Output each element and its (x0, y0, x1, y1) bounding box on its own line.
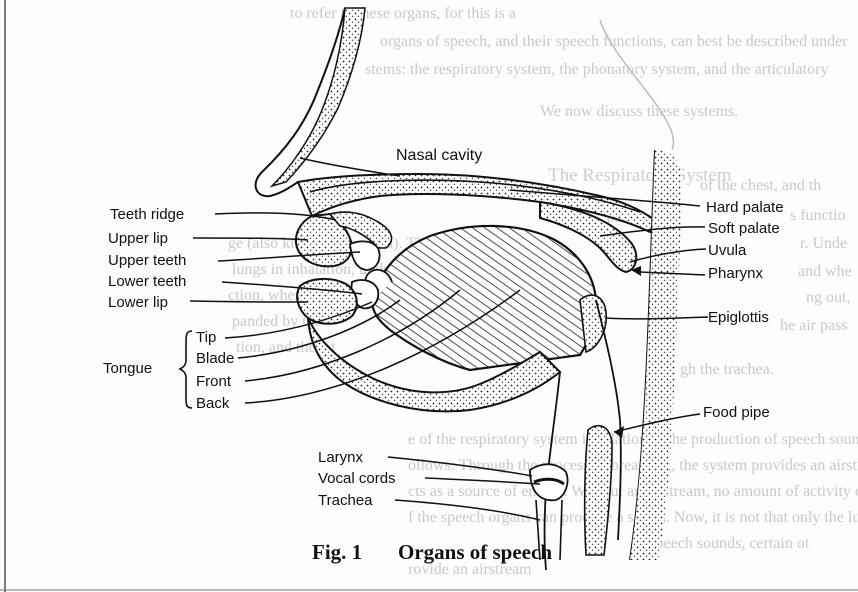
bg-line: r. Unde (800, 235, 848, 252)
bg-line: of the chest, and th (700, 177, 822, 194)
bg-line: rovide an airstream (408, 561, 532, 578)
label-lower-lip: Lower lip (108, 294, 169, 311)
vocal-cords-shape (533, 477, 565, 486)
bg-line: ng out, (806, 289, 851, 306)
label-upper-lip: Upper lip (108, 230, 169, 247)
epiglottis-shape (579, 294, 608, 354)
label-hard-palate: Hard palate (706, 199, 784, 216)
bg-line: lungs in inhalation, under (232, 261, 396, 278)
label-trachea: Trachea (318, 492, 373, 509)
label-blade: Blade (196, 350, 235, 367)
tongue-bracket (178, 330, 193, 409)
label-front: Front (196, 373, 232, 390)
label-back: Back (196, 395, 230, 412)
bg-line: ollows: Through the process of breathing… (408, 457, 858, 474)
label-tip: Tip (196, 329, 217, 346)
arrowheads (614, 266, 641, 438)
lower-lip-shape (296, 278, 358, 325)
bg-line: panded by the (232, 313, 322, 330)
bg-line: organs of speech, and their speech funct… (380, 33, 848, 50)
soft-palate-shape (539, 200, 638, 274)
bg-line: he air pass (780, 317, 848, 334)
food-pipe-shape (583, 424, 613, 556)
bg-line: stems: the respiratory system, the phona… (365, 61, 829, 78)
label-food-pipe: Food pipe (703, 404, 770, 421)
bg-heading: The Respiratory System (548, 165, 732, 186)
bg-line: cts as a source of energy. Without an ai… (408, 483, 858, 500)
bg-line: gh the trachea. (680, 361, 774, 378)
label-uvula: Uvula (708, 242, 747, 259)
bg-line: f the speech organs can produce a sound.… (408, 509, 858, 526)
label-teeth-ridge: Teeth ridge (110, 206, 185, 223)
label-larynx: Larynx (318, 449, 364, 466)
label-vocal-cords: Vocal cords (318, 470, 396, 487)
label-upper-teeth: Upper teeth (108, 252, 187, 269)
bg-line: r speech sounds, certain ot (640, 535, 810, 552)
label-lower-teeth: Lower teeth (108, 273, 187, 290)
larynx-shape (529, 463, 569, 502)
label-pharynx: Pharynx (708, 265, 764, 282)
head-outline (254, 7, 346, 198)
tongue-shape (370, 224, 598, 372)
label-tongue: Tongue (103, 360, 153, 377)
label-soft-palate: Soft palate (708, 220, 780, 237)
nasal-cavity-wall (309, 179, 641, 213)
bg-line: s functio (790, 207, 846, 224)
bg-line: e of the respiratory system in relation … (408, 431, 858, 448)
teeth-ridge-shape (328, 211, 393, 249)
upper-teeth-shape (349, 240, 381, 271)
figure-title: Organs of speech (398, 540, 552, 564)
skull-back (599, 19, 675, 151)
label-epiglottis: Epiglottis (708, 309, 769, 326)
label-nasal-cavity: Nasal cavity (396, 147, 483, 164)
trachea-shape (535, 499, 563, 561)
leader-lines (189, 157, 709, 521)
bg-line: and whe (798, 263, 852, 280)
figure-number: Fig. 1 (312, 540, 363, 564)
pharynx-front-wall (595, 299, 622, 541)
bg-line: We now discuss these systems. (540, 103, 739, 120)
nose-bone (269, 7, 366, 188)
